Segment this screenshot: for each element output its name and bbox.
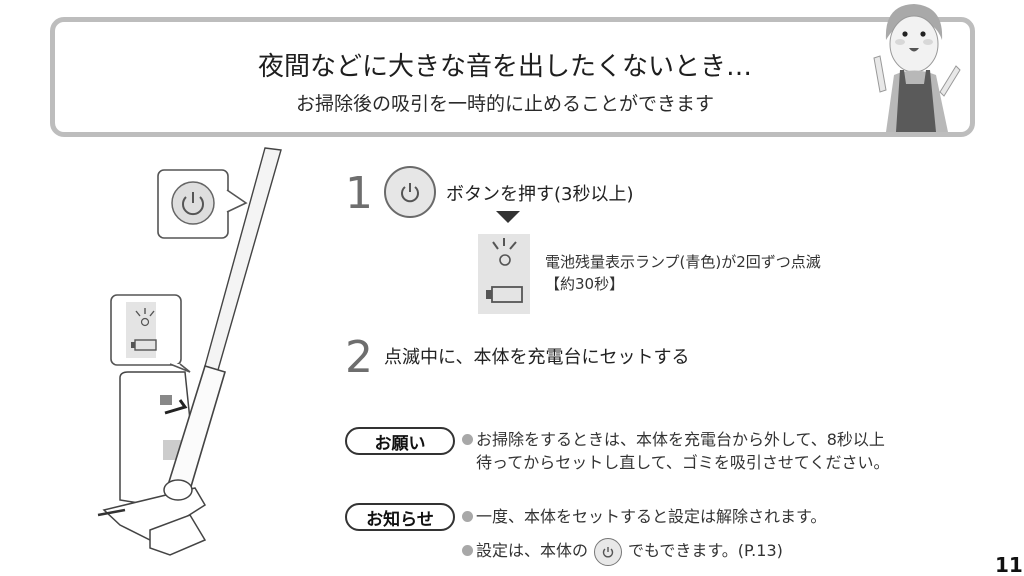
info-item1: 一度、本体をセットすると設定は解除されます。 — [476, 507, 827, 526]
power-icon — [384, 166, 436, 218]
step-1-number: 1 — [345, 168, 373, 219]
info-note-1: 一度、本体をセットすると設定は解除されます。 — [462, 505, 826, 528]
step-2-number: 2 — [345, 332, 373, 383]
power-icon — [594, 537, 623, 566]
info-item2-before: 設定は、本体の — [476, 541, 589, 560]
bullet-icon — [462, 545, 473, 556]
info-label: お知らせ — [345, 503, 455, 531]
info-note-2: 設定は、本体の でもできます。(P.13) — [462, 537, 783, 566]
lamp-callout — [110, 294, 191, 373]
vacuum-dock-illustration — [97, 147, 282, 556]
lamp-status-line2: 【約30秒】 — [545, 275, 625, 293]
step-1-text: ボタンを押す(3秒以上) — [446, 184, 634, 205]
lamp-status-line1: 電池残量表示ランプ(青色)が2回ずつ点滅 — [545, 253, 821, 271]
woman-in-apron-pointing-icon — [873, 4, 961, 132]
request-line1: お掃除をするときは、本体を充電台から外して、8秒以上 — [476, 430, 885, 449]
arrow-down-icon — [496, 211, 520, 223]
request-note: お掃除をするときは、本体を充電台から外して、8秒以上 待ってからセットし直して、… — [462, 428, 889, 474]
header-banner: 夜間などに大きな音を出したくないとき… お掃除後の吸引を一時的に止めることができ… — [50, 17, 975, 137]
power-callout — [157, 169, 248, 239]
battery-lamp-blinking-icon — [478, 234, 530, 314]
info-item2-after: でもできます。(P.13) — [628, 541, 783, 560]
bullet-icon — [462, 511, 473, 522]
request-label: お願い — [345, 427, 455, 455]
step-2-text: 点滅中に、本体を充電台にセットする — [384, 347, 690, 368]
vacuum-stick — [163, 147, 282, 501]
page-number: 11 — [995, 553, 1023, 576]
request-line2: 待ってからセットし直して、ゴミを吸引させてください。 — [476, 453, 890, 472]
bullet-icon — [462, 434, 473, 445]
lamp-status-text: 電池残量表示ランプ(青色)が2回ずつ点滅 【約30秒】 — [545, 251, 821, 295]
page-title: 夜間などに大きな音を出したくないとき… — [257, 52, 752, 82]
page-subtitle: お掃除後の吸引を一時的に止めることができます — [295, 93, 714, 115]
